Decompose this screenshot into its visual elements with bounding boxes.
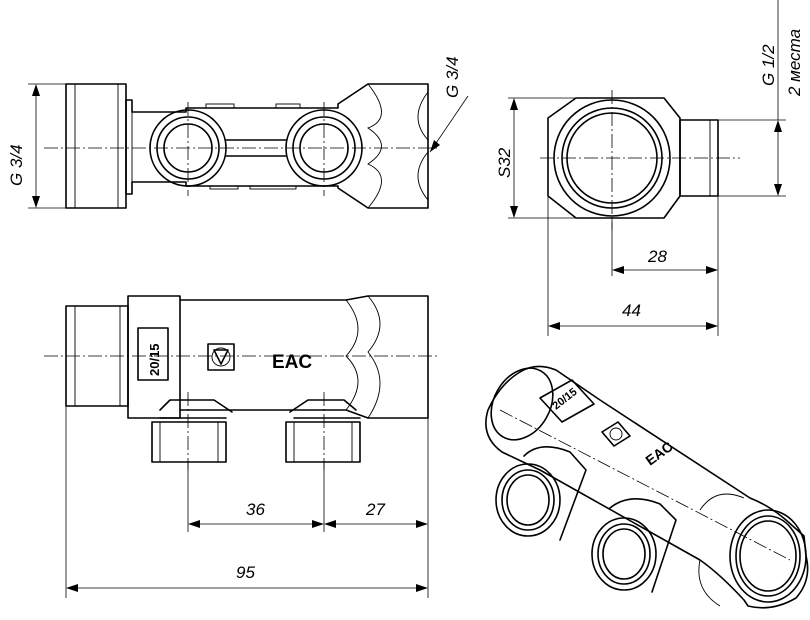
dim-g12: G 1/2	[759, 44, 778, 86]
dim-27: 27	[365, 500, 385, 519]
iso-eac-mark: EAC	[642, 438, 675, 468]
dim-44: 44	[622, 301, 641, 320]
dim-s32: S32	[495, 147, 514, 178]
dim-places: 2 места	[785, 29, 804, 97]
dim-28: 28	[647, 247, 667, 266]
dim-95: 95	[236, 563, 255, 582]
iso-outlet-2	[591, 517, 657, 591]
top-view: G 3/4 G 3/4	[7, 56, 469, 209]
eac-mark: EAC	[272, 352, 312, 373]
iso-body	[485, 365, 809, 609]
front-outlet-2	[285, 421, 361, 463]
iso-female-end	[729, 509, 807, 603]
front-view: 20/15 EAC 36 27 95	[44, 295, 440, 598]
front-body	[179, 295, 429, 419]
iso-outlet-1	[495, 463, 561, 537]
front-outlet-1	[151, 421, 227, 463]
side-view: S32 G 1/2 2 места 28 44	[495, 0, 804, 336]
iso-logo-icon	[601, 421, 631, 447]
front-ring	[127, 295, 181, 419]
dim-g34-left: G 3/4	[7, 144, 26, 186]
dim-g34-right: G 3/4	[443, 56, 462, 98]
isometric-view: 20/15 EAC	[485, 365, 809, 609]
brand-logo-icon	[207, 343, 235, 371]
size-marking: 20/15	[147, 343, 162, 376]
dim-36: 36	[246, 500, 265, 519]
